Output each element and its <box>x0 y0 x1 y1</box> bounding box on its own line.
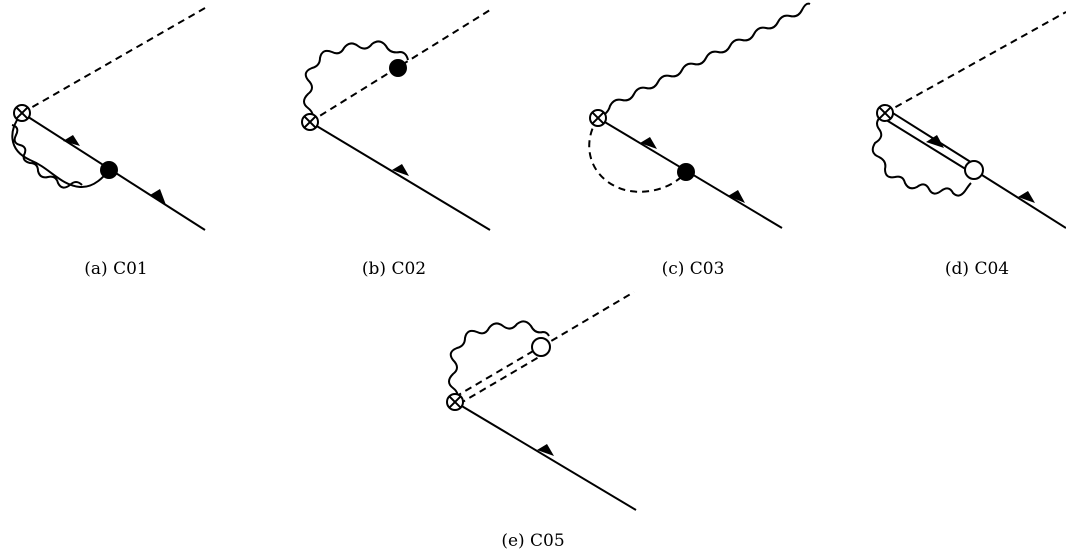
arrow-icon <box>392 164 409 176</box>
fermion-line <box>454 401 637 511</box>
arrow-icon <box>1018 191 1035 203</box>
caption-c05: (e) C05 <box>501 531 564 551</box>
operator-insertion-icon <box>13 104 31 122</box>
double-dashed-line <box>454 349 540 405</box>
diagram-panel-c05 <box>446 291 637 511</box>
arrow-icon <box>728 190 745 203</box>
filled-vertex-dot <box>100 161 118 179</box>
operator-insertion-icon <box>446 393 464 411</box>
arrow-icon <box>926 135 944 148</box>
open-vertex-dot <box>531 337 551 357</box>
operator-insertion-icon <box>301 113 319 131</box>
photon-loop <box>303 40 409 123</box>
open-vertex-dot <box>964 160 984 180</box>
dashed-line <box>21 7 206 114</box>
fermion-line <box>973 169 1066 229</box>
diagram-panel-c03 <box>588 2 811 229</box>
arrow-icon <box>63 135 80 146</box>
arrow-icon <box>640 137 657 149</box>
photon-loop <box>871 112 972 197</box>
dashed-loop <box>588 117 687 193</box>
filled-vertex-dot <box>389 59 407 77</box>
operator-insertion-icon <box>589 109 607 127</box>
caption-c03: (c) C03 <box>662 259 725 279</box>
photon-line <box>597 2 811 119</box>
diagram-panel-c04 <box>871 11 1066 229</box>
diagram-panel-c01 <box>11 7 206 231</box>
arrow-icon <box>150 189 166 205</box>
operator-insertion-icon <box>876 104 894 122</box>
filled-vertex-dot <box>677 163 695 181</box>
dashed-line <box>884 11 1066 114</box>
fermion-line <box>309 121 491 231</box>
caption-c04: (d) C04 <box>945 259 1009 279</box>
dashed-line <box>540 291 635 348</box>
arrow-icon <box>537 444 554 456</box>
photon-loop <box>11 112 110 189</box>
caption-c02: (b) C02 <box>362 259 426 279</box>
diagram-panel-c02 <box>301 9 491 231</box>
caption-c01: (a) C01 <box>84 259 147 279</box>
photon-loop <box>448 320 550 403</box>
